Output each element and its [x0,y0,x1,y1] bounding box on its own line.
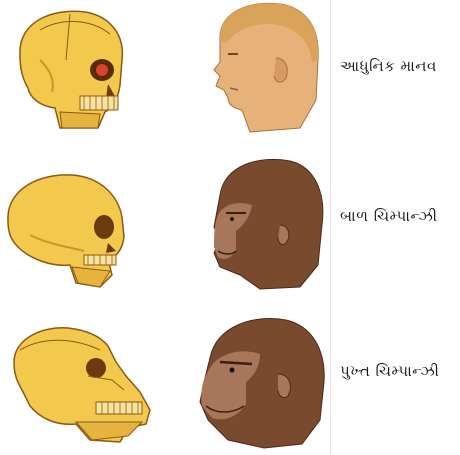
row-adult-chimp: પુખ્ત ચિમ્પાન્ઝી [0,310,460,450]
adult-chimp-head-illustration [180,310,340,450]
adult-chimp-skull-illustration [0,310,160,450]
juvenile-chimp-skull-illustration [0,155,160,295]
row-modern-human: આધુનિક માનવ [0,0,460,140]
human-skull-illustration [0,0,160,140]
human-head-illustration [180,0,340,140]
label-juvenile-chimp: બાળ ચિમ્પાન્ઝી [340,207,460,225]
label-adult-chimp: પુખ્ત ચિમ્પાન્ઝી [340,362,460,380]
juvenile-chimp-head-illustration [180,155,340,295]
row-juvenile-chimp: બાળ ચિમ્પાન્ઝી [0,155,460,295]
label-modern-human: આધુનિક માનવ [340,57,460,75]
